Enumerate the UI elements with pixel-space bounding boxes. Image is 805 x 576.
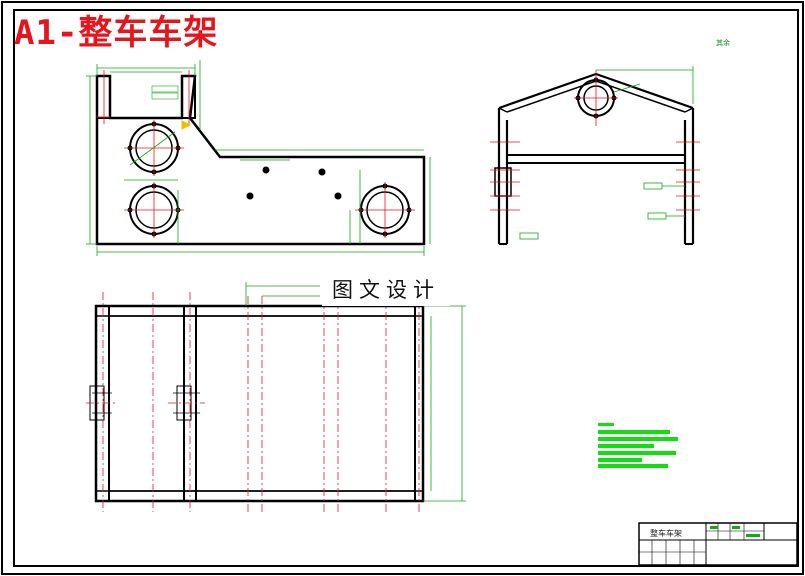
side-view — [490, 66, 700, 245]
front-view — [86, 60, 431, 256]
lug-right — [181, 75, 196, 119]
tolerance-frames — [151, 85, 179, 100]
title-block — [638, 522, 798, 566]
weld-symbol — [181, 120, 192, 130]
inner-border — [13, 9, 799, 567]
side-dimension-lines — [519, 66, 694, 240]
top-view — [86, 282, 466, 512]
top-view-dimension-lines — [245, 282, 466, 502]
dimension-lines — [86, 60, 431, 256]
watermark-text: 图文设计 — [322, 272, 450, 306]
top-view-center-lines — [86, 292, 420, 512]
roughness-note: 其余 — [716, 39, 730, 47]
bolt-holes — [127, 121, 412, 237]
technical-notes — [598, 423, 678, 468]
title-block-name: 整车车架 — [650, 529, 682, 538]
center-lines — [103, 70, 415, 238]
drawing-title: A1-整车车架 — [14, 13, 219, 53]
top-view-outline — [94, 304, 425, 503]
lug-left — [96, 75, 111, 119]
